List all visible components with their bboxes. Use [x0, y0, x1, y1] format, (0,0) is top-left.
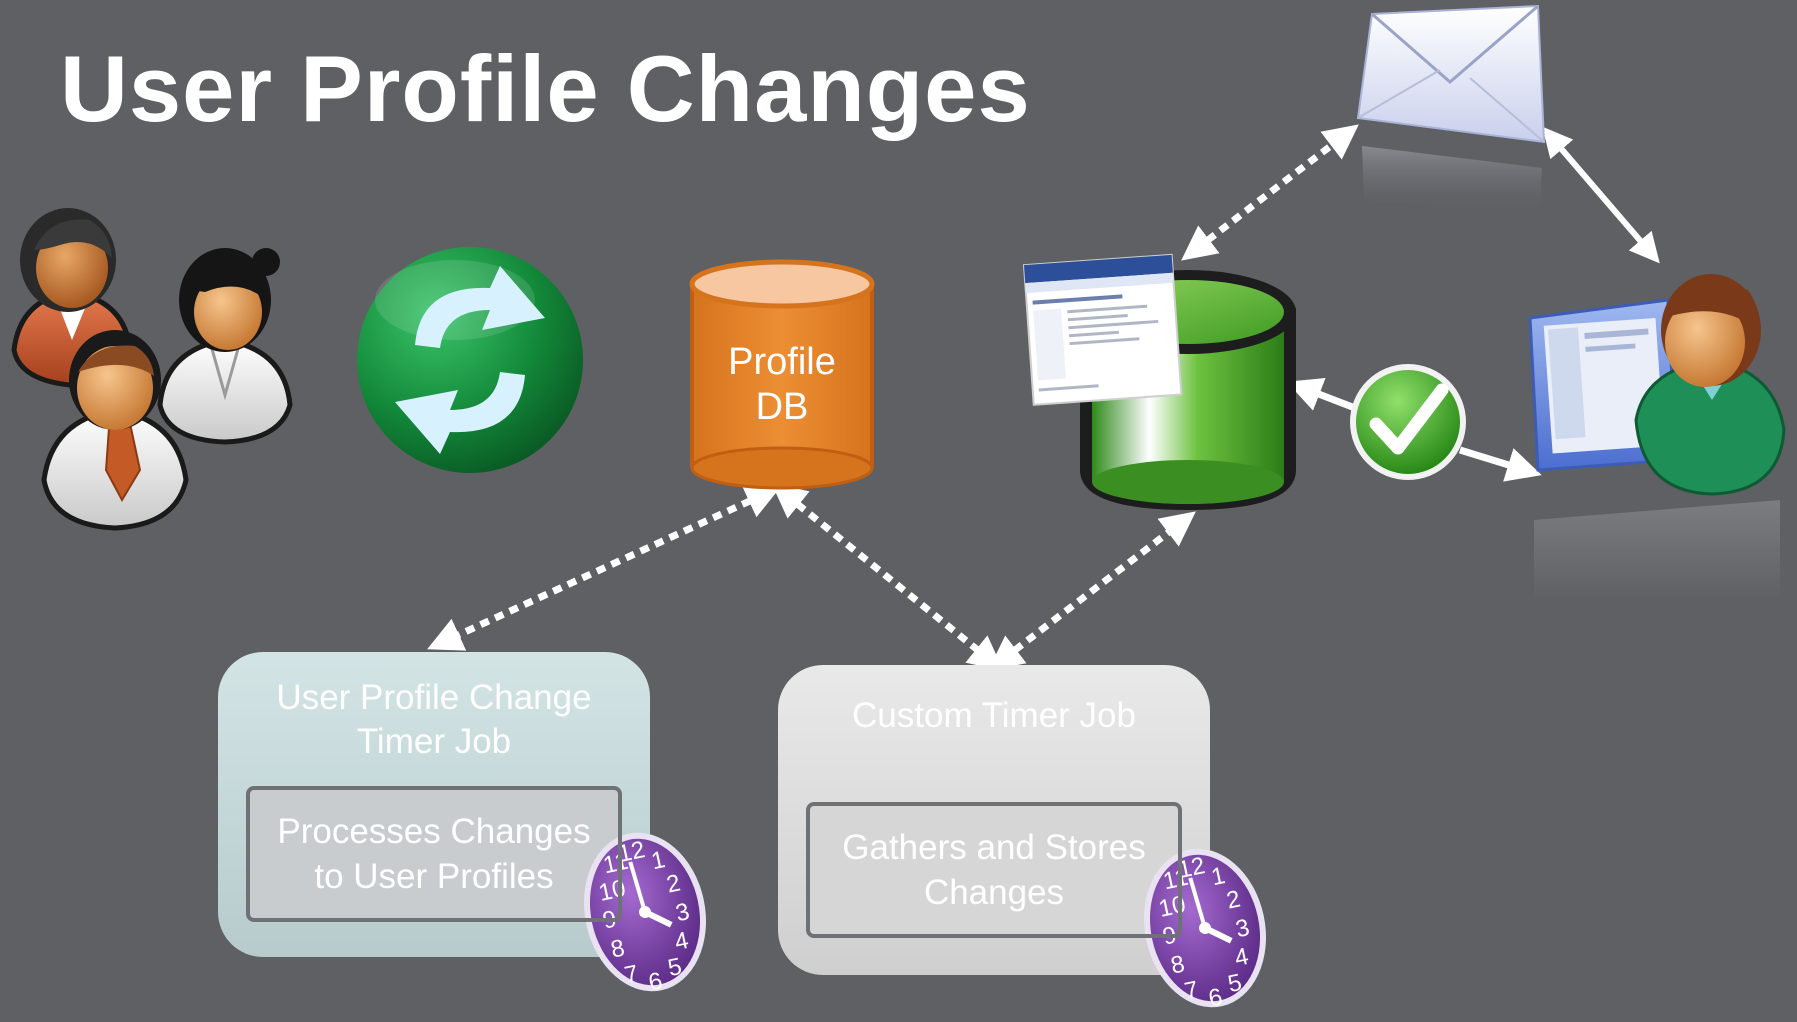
user-profile-change-timer-box: [218, 652, 650, 957]
slide-title: User Profile Changes: [60, 36, 1031, 141]
svg-text:7: 7: [622, 960, 641, 989]
left-timer-description-line1: Processes Changes: [277, 812, 591, 851]
svg-text:5: 5: [666, 953, 685, 982]
checkmark-icon: [1350, 364, 1466, 480]
profile-db-database-icon: [689, 259, 875, 490]
custom-timer-description-line1: Gathers and Stores: [842, 828, 1146, 867]
svg-text:3: 3: [1233, 914, 1252, 943]
left-timer-description-line2: to User Profiles: [314, 857, 554, 896]
profile-db-label-line2: DB: [755, 386, 809, 428]
envelope-icon: [1356, 4, 1546, 215]
left-timer-description: Processes Changes to User Profiles: [246, 786, 622, 922]
svg-text:4: 4: [1232, 943, 1251, 972]
arrow-profiledb-to-left-timer: [427, 485, 781, 651]
arrow-greendb-to-envelope: [1181, 124, 1359, 261]
svg-text:7: 7: [1182, 976, 1201, 1005]
profile-db-label-line1: Profile: [728, 341, 836, 383]
svg-text:1: 1: [649, 846, 668, 875]
left-timer-title-line1: User Profile Change: [276, 678, 592, 717]
svg-text:4: 4: [672, 927, 691, 956]
svg-text:2: 2: [664, 869, 683, 898]
arrow-envelope-to-user: [1542, 126, 1660, 264]
connectors: [427, 124, 1660, 672]
svg-text:6: 6: [646, 967, 665, 996]
custom-timer-description-line2: Changes: [923, 873, 1065, 912]
custom-timer-box: [778, 665, 1210, 975]
svg-text:1: 1: [1209, 862, 1228, 891]
svg-text:10: 10: [596, 875, 628, 907]
svg-text:11: 11: [601, 848, 631, 880]
web-page-icon: [1022, 253, 1183, 406]
custom-timer-title: Custom Timer Job: [852, 696, 1136, 735]
svg-text:6: 6: [1206, 983, 1225, 1012]
svg-text:5: 5: [1226, 969, 1245, 998]
sync-icon: [357, 247, 583, 473]
arrow-check-to-user: [1458, 446, 1542, 482]
left-timer-title-line2: Timer Job: [356, 722, 512, 761]
svg-text:10: 10: [1156, 891, 1188, 923]
svg-text:2: 2: [1224, 885, 1243, 914]
arrow-profiledb-to-custom-timer: [771, 482, 1004, 672]
arrow-custom-timer-to-greendb: [988, 511, 1196, 671]
svg-text:11: 11: [1161, 864, 1191, 896]
svg-text:3: 3: [673, 898, 692, 927]
arrow-check-to-greendb: [1286, 377, 1357, 412]
profile-db-label: Profile DB: [692, 340, 872, 430]
svg-text:8: 8: [1168, 950, 1187, 979]
custom-timer-description: Gathers and Stores Changes: [806, 802, 1182, 938]
people-group-icon: [11, 208, 293, 531]
user-at-computer-icon: [1528, 274, 1786, 600]
left-timer-title: User Profile Change Timer Job: [218, 676, 650, 764]
svg-text:8: 8: [608, 934, 627, 963]
